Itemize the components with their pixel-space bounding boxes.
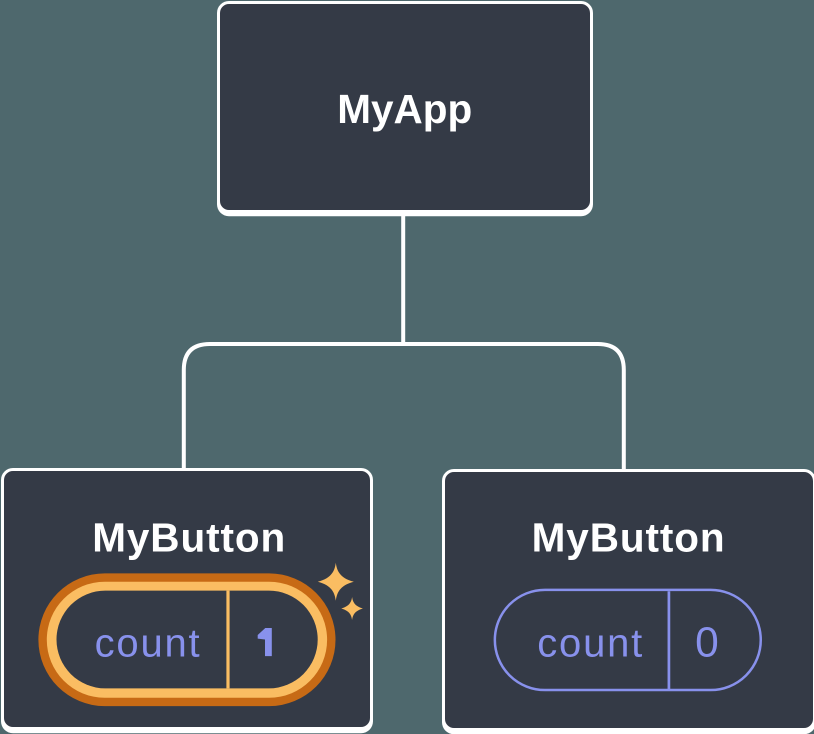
svg-text:0: 0 <box>695 620 719 667</box>
svg-text:count: count <box>95 621 202 665</box>
svg-text:MyApp: MyApp <box>337 86 472 132</box>
svg-text:MyButton: MyButton <box>532 515 726 561</box>
svg-text:MyButton: MyButton <box>92 515 286 561</box>
svg-text:count: count <box>537 621 644 665</box>
